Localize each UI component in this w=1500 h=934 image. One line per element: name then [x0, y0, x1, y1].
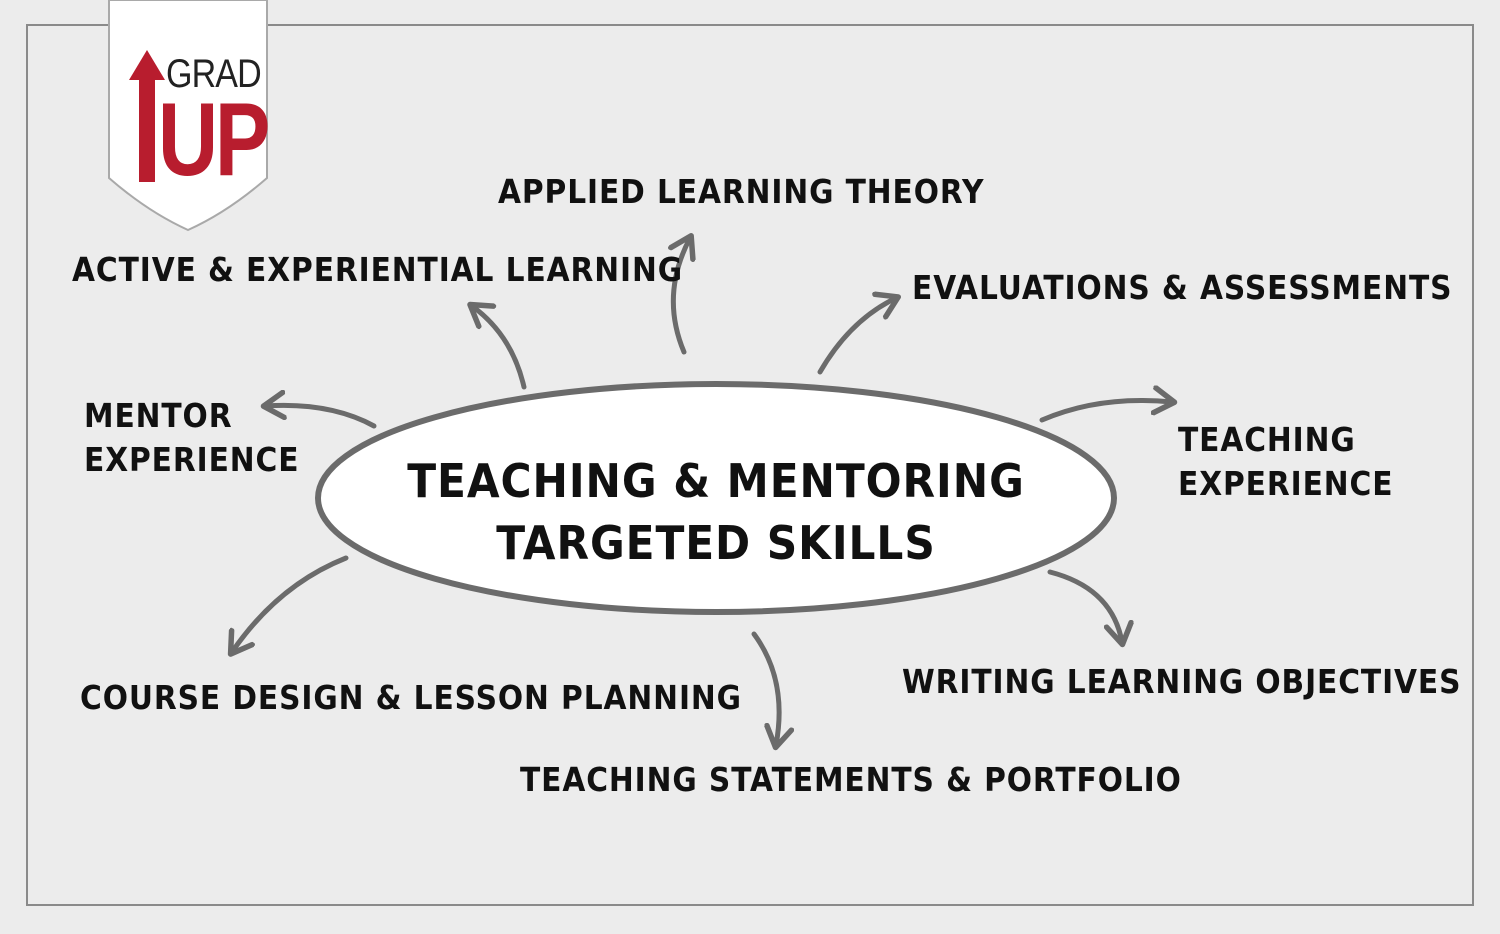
- arrow-teaching-experience: [1039, 400, 1172, 423]
- topic-mentor-experience-line1: MENTOR: [84, 396, 233, 435]
- logo-grad-text: GRAD: [166, 52, 262, 96]
- diagram-frame: [26, 24, 1474, 906]
- arrow-evaluations-assessments: [817, 298, 896, 375]
- topic-active-experiential-learning: ACTIVE & EXPERIENTIAL LEARNING: [72, 250, 684, 289]
- topic-teaching-experience-line1: TEACHING: [1178, 420, 1356, 459]
- arrow-teaching-statements: [751, 631, 779, 745]
- topic-mentor-experience-line2: EXPERIENCE: [84, 440, 300, 479]
- topic-mentor-experience: MENTOR EXPERIENCE: [84, 394, 299, 482]
- topic-teaching-statements: TEACHING STATEMENTS & PORTFOLIO: [520, 760, 1182, 799]
- center-topic-line1: TEACHING & MENTORING: [407, 454, 1025, 508]
- topic-writing-objectives: WRITING LEARNING OBJECTIVES: [902, 662, 1462, 701]
- arrow-mentor-experience: [266, 405, 377, 429]
- arrow-active-experiential-learning: [472, 306, 527, 390]
- center-topic-line2: TARGETED SKILLS: [496, 516, 936, 570]
- topic-applied-learning-theory: APPLIED LEARNING THEORY: [498, 172, 985, 211]
- center-topic: TEACHING & MENTORING TARGETED SKILLS: [348, 450, 1084, 574]
- arrow-course-design: [232, 555, 349, 652]
- topic-teaching-experience-line2: EXPERIENCE: [1178, 464, 1394, 503]
- grad-up-logo: GRAD UP: [108, 0, 270, 232]
- arrow-applied-learning-theory: [673, 238, 690, 355]
- logo-up-text: UP: [158, 82, 270, 198]
- arrow-writing-objectives: [1047, 569, 1122, 642]
- up-arrow-icon: [129, 50, 165, 182]
- topic-teaching-experience: TEACHING EXPERIENCE: [1178, 418, 1393, 506]
- logo-shield: [108, 0, 268, 232]
- topic-evaluations-assessments: EVALUATIONS & ASSESSMENTS: [912, 268, 1453, 307]
- topic-course-design: COURSE DESIGN & LESSON PLANNING: [80, 678, 742, 717]
- center-ellipse: [315, 381, 1117, 615]
